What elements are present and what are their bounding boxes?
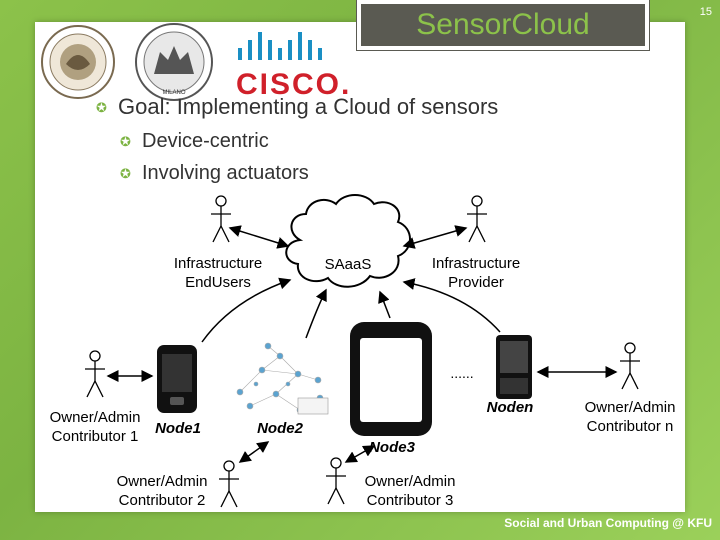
ownern-label-2: Contributor n bbox=[587, 418, 674, 435]
owner3-label-2: Contributor 3 bbox=[367, 492, 454, 509]
node1-phone-icon bbox=[157, 345, 197, 413]
arrow-owner3-node3 bbox=[344, 445, 376, 463]
arrow-node3-cloud bbox=[378, 290, 391, 319]
noden-label: Noden bbox=[487, 399, 534, 416]
cisco-text: CISCO. bbox=[236, 68, 351, 100]
arrow-node2-cloud bbox=[305, 288, 327, 339]
person-icon bbox=[467, 195, 487, 243]
footer-text: Social and Urban Computing @ KFU bbox=[504, 516, 712, 530]
bullet-arrow-icon: ✪ bbox=[120, 133, 131, 149]
bullet-sub1: ✪ Device-centric bbox=[120, 130, 269, 153]
node3-smartphone-icon bbox=[350, 322, 432, 436]
page-number: 15 bbox=[699, 6, 712, 18]
owner2-label-2: Contributor 2 bbox=[119, 492, 206, 509]
owner3-label-1: Owner/Admin bbox=[365, 473, 456, 490]
ellipsis-label: ...... bbox=[450, 365, 473, 381]
node2-label: Node2 bbox=[257, 420, 304, 437]
node2-network-graph-icon bbox=[236, 342, 329, 415]
person-icon bbox=[211, 195, 231, 243]
cloud-label: SAaaS bbox=[325, 256, 372, 273]
person-icon bbox=[85, 350, 105, 398]
node3-label: Node3 bbox=[369, 439, 416, 456]
university-seal-2-icon: MILANO bbox=[135, 23, 213, 101]
bullet-sub2-text: Involving actuators bbox=[142, 162, 309, 184]
arrow-owner2-node2 bbox=[238, 441, 270, 463]
infra-endusers-label-1: Infrastructure bbox=[174, 255, 262, 272]
arrow-endusers-cloud bbox=[228, 225, 290, 249]
arrow-provider-cloud bbox=[402, 225, 468, 249]
university-seal-1-icon bbox=[41, 25, 115, 99]
person-icon bbox=[326, 457, 346, 505]
bullet-goal-text: Goal: Implementing a Cloud of sensors bbox=[118, 94, 499, 119]
bullet-arrow-icon: ✪ bbox=[120, 165, 131, 181]
owner1-label-1: Owner/Admin bbox=[50, 409, 141, 426]
seal-2-text: MILANO bbox=[162, 90, 185, 96]
owner1-label-2: Contributor 1 bbox=[52, 428, 139, 445]
owner2-label-1: Owner/Admin bbox=[117, 473, 208, 490]
node1-label: Node1 bbox=[155, 420, 201, 437]
arrow-node1-cloud bbox=[201, 277, 292, 343]
infra-provider-label-2: Provider bbox=[448, 274, 504, 291]
bullet-arrow-icon: ✪ bbox=[96, 100, 107, 116]
slide-title: SensorCloud bbox=[416, 8, 590, 41]
infra-provider-label-1: Infrastructure bbox=[432, 255, 520, 272]
infra-endusers-label-2: EndUsers bbox=[185, 274, 251, 291]
ownern-label-1: Owner/Admin bbox=[585, 399, 676, 416]
person-icon bbox=[219, 460, 239, 508]
bullet-sub2: ✪ Involving actuators bbox=[120, 162, 309, 185]
person-icon bbox=[620, 342, 640, 390]
bullet-goal: ✪ Goal: Implementing a Cloud of sensors bbox=[96, 94, 498, 120]
arrow-noden-cloud bbox=[402, 278, 501, 333]
title-box: SensorCloud bbox=[356, 0, 650, 51]
noden-phone-icon bbox=[496, 335, 532, 399]
bullet-sub1-text: Device-centric bbox=[142, 130, 269, 152]
cisco-logo: CISCO. bbox=[236, 32, 351, 100]
